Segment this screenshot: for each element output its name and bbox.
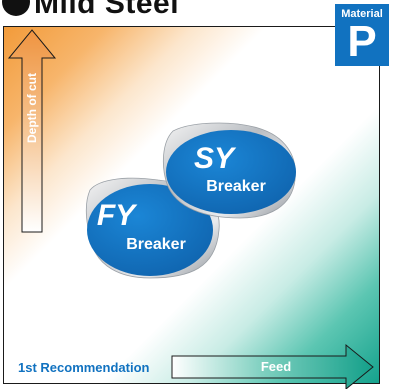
- depth-of-cut-arrow: Depth of cut: [7, 29, 57, 233]
- recommendation-label: 1st Recommendation: [18, 360, 150, 375]
- header: Mild Steel: [0, 0, 411, 26]
- page-title: Mild Steel: [34, 0, 180, 20]
- feed-label: Feed: [261, 359, 291, 374]
- breaker-sy-code: SY: [194, 142, 237, 175]
- depth-of-cut-arrow-shape: [7, 29, 57, 233]
- breaker-sy-name: Breaker: [206, 178, 266, 195]
- feed-arrow: Feed: [171, 343, 374, 389]
- feed-arrow-shape: [171, 343, 374, 389]
- breaker-fy-blue-disc: [87, 184, 213, 276]
- material-letter: P: [347, 17, 377, 66]
- header-bullet-icon: [2, 0, 30, 16]
- breaker-fy-name: Breaker: [126, 236, 186, 253]
- depth-of-cut-label: Depth of cut: [25, 73, 39, 143]
- breaker-sy-blue-disc: [166, 130, 296, 214]
- breaker-fy-code: FY: [97, 199, 138, 232]
- breaker-badge-sy: SY Breaker: [162, 122, 296, 219]
- material-label: Material: [341, 8, 383, 20]
- material-badge: Material P: [335, 4, 389, 66]
